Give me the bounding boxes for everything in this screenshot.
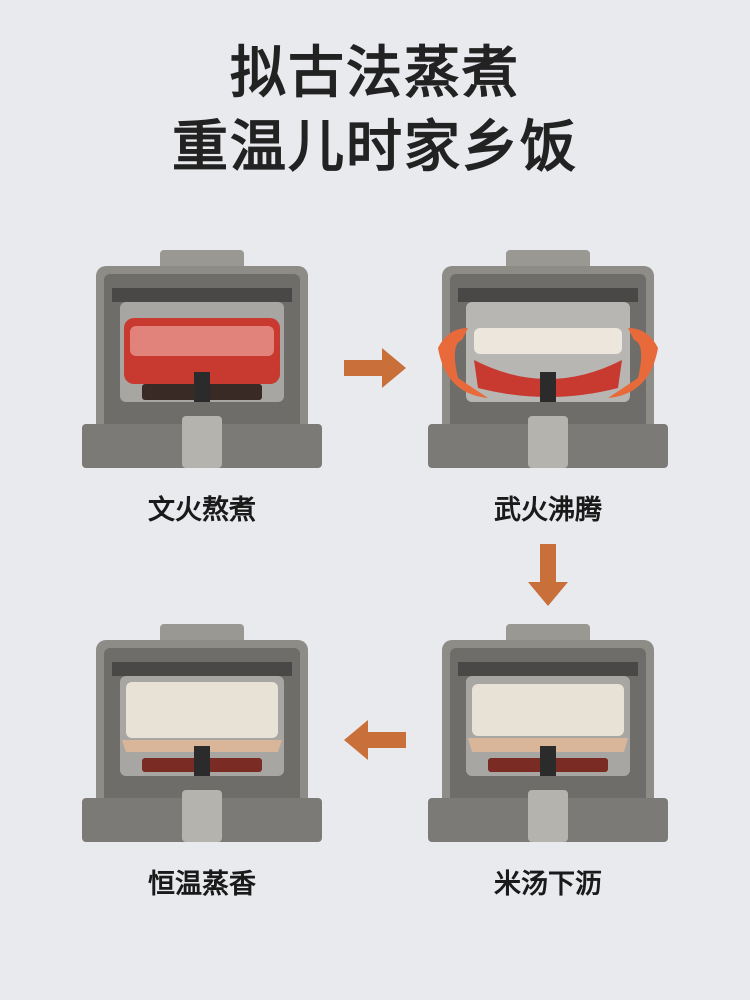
rice-cooker-high-heat-illustration — [428, 248, 668, 478]
rice-cooker-low-heat-illustration — [82, 248, 322, 478]
rice-cooker-drain-illustration — [428, 622, 668, 852]
step-label-2: 武火沸腾 — [494, 495, 602, 526]
rice-cooker-keep-warm-illustration — [82, 622, 322, 852]
step-label-1: 文火熬煮 — [148, 495, 256, 526]
headline-line-1: 拟古法蒸煮 — [230, 41, 520, 106]
arrow-down-icon — [528, 544, 568, 606]
arrow-left-icon — [344, 720, 406, 760]
headline-line-2: 重温儿时家乡饭 — [172, 115, 578, 180]
step-label-4: 米汤下沥 — [494, 869, 602, 900]
step-label-3: 恒温蒸香 — [148, 869, 256, 900]
arrow-right-icon — [344, 348, 406, 388]
